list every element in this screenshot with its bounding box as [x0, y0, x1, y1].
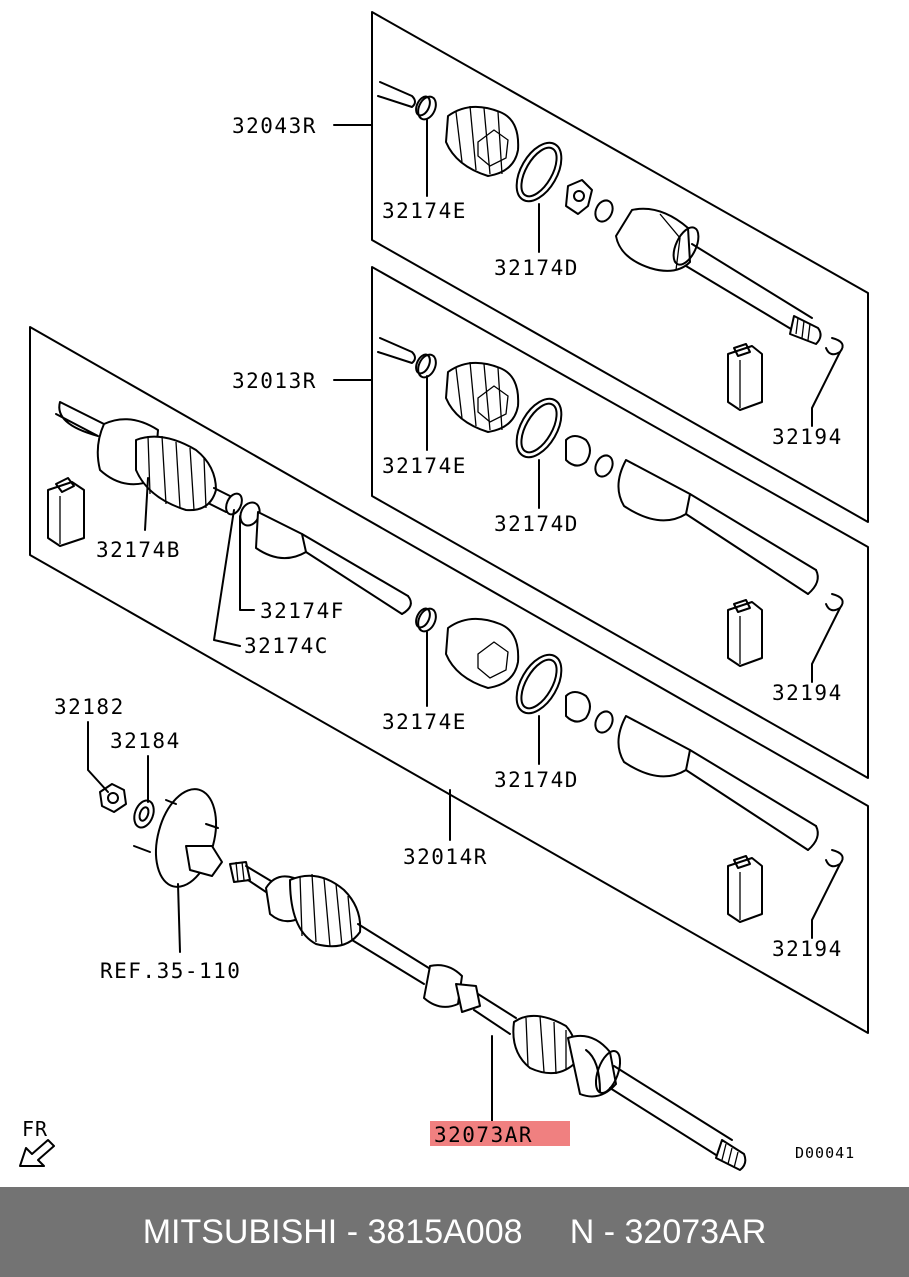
label-32194[interactable]: 32194 — [772, 425, 843, 449]
leader-lines — [87, 119, 841, 1123]
label-32013r[interactable]: 32013R — [232, 369, 317, 393]
label-32184[interactable]: 32184 — [110, 729, 181, 753]
front-direction-arrow-icon — [19, 1139, 55, 1167]
label-32174e[interactable]: 32174E — [382, 199, 467, 223]
label-ref-35-110[interactable]: REF.35-110 — [100, 959, 241, 983]
label-32043r[interactable]: 32043R — [232, 114, 317, 138]
drawing-code: D00041 — [795, 1144, 855, 1162]
highlight-box — [430, 1121, 570, 1146]
direction-label: FR — [22, 1117, 48, 1141]
label-32073ar[interactable]: 32073AR — [434, 1123, 533, 1147]
label-32174c[interactable]: 32174C — [244, 634, 329, 658]
label-32174b[interactable]: 32174B — [96, 538, 181, 562]
label-32182[interactable]: 32182 — [54, 695, 125, 719]
label-32174d[interactable]: 32174D — [494, 768, 579, 792]
label-32174d[interactable]: 32174D — [494, 512, 579, 536]
label-32174d[interactable]: 32174D — [494, 256, 579, 280]
label-32194[interactable]: 32194 — [772, 681, 843, 705]
panel-32014r — [29, 326, 869, 1034]
label-32194[interactable]: 32194 — [772, 937, 843, 961]
footer-text: MITSUBISHI - 3815A008 N - 32073AR — [142, 1212, 767, 1251]
grease-tube-icon — [47, 343, 763, 923]
footer-bar: MITSUBISHI - 3815A008 N - 32073AR — [0, 1187, 909, 1277]
parts-diagram: 32043R 32013R 32014R 32174E 32174E 32174… — [19, 11, 869, 1171]
label-32174f[interactable]: 32174F — [260, 599, 345, 623]
drive-shaft-assembly — [99, 783, 747, 1171]
label-32174e[interactable]: 32174E — [382, 710, 467, 734]
label-32174e[interactable]: 32174E — [382, 454, 467, 478]
label-32014r[interactable]: 32014R — [403, 845, 488, 869]
